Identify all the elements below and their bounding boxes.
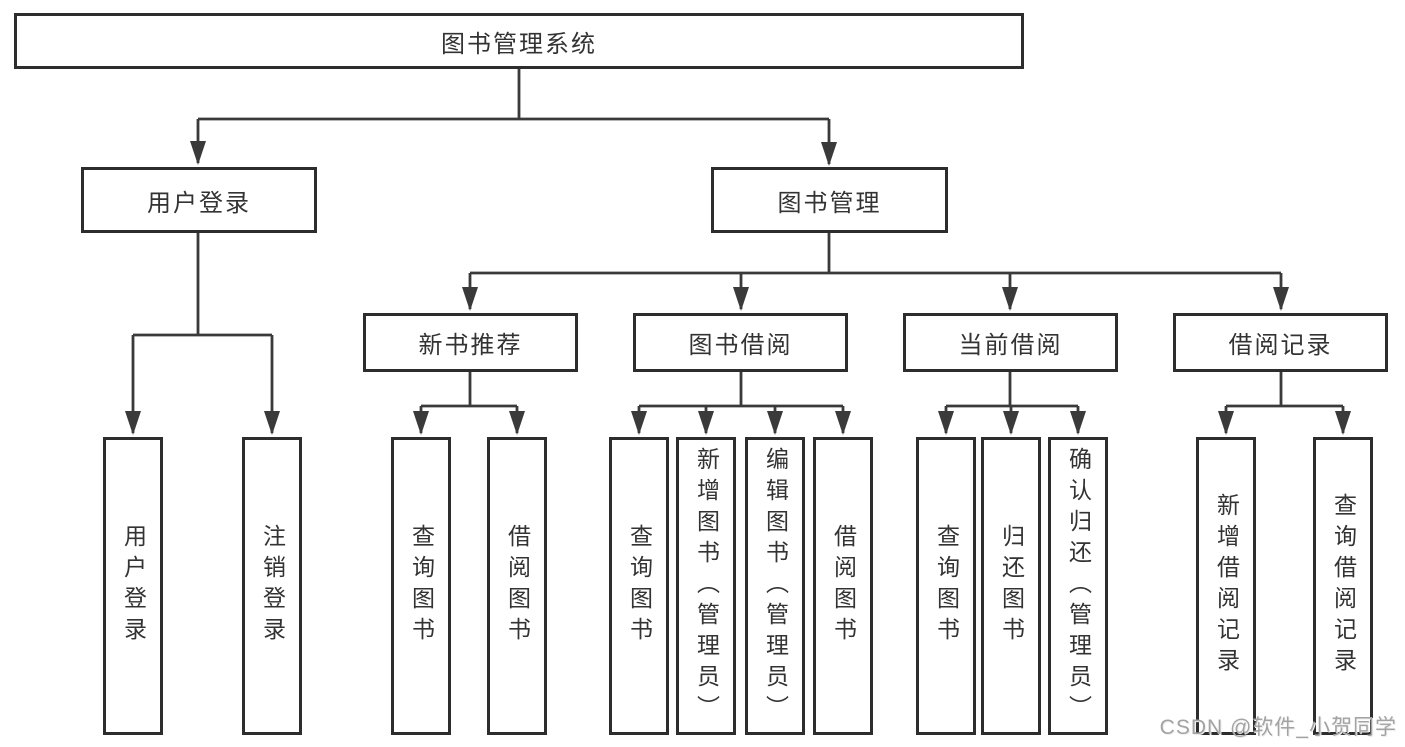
- leaf-edit-book-label: 编辑图书（管理员）: [762, 446, 789, 726]
- node-current-borrow: 当前借阅: [903, 313, 1118, 372]
- leaf-borrow-book-1-label: 借阅图书: [504, 524, 531, 648]
- leaf-edit-book: 编辑图书（管理员）: [745, 437, 805, 735]
- node-current-borrow-label: 当前借阅: [958, 332, 1063, 359]
- leaf-confirm-return-label: 确认归还（管理员）: [1065, 446, 1092, 726]
- node-book-mgmt: 图书管理: [711, 167, 948, 233]
- leaf-query-book-3-label: 查询图书: [933, 524, 960, 648]
- node-user-login: 用户登录: [81, 167, 317, 233]
- node-root-label: 图书管理系统: [441, 30, 597, 58]
- leaf-add-record: 新增借阅记录: [1196, 437, 1256, 735]
- leaf-borrow-book-1: 借阅图书: [487, 437, 547, 735]
- node-new-book-rec: 新书推荐: [363, 313, 578, 372]
- leaf-query-book-2-label: 查询图书: [626, 524, 653, 648]
- leaf-user-login: 用户登录: [103, 437, 163, 735]
- leaf-return-book: 归还图书: [981, 437, 1041, 735]
- leaf-borrow-book-2-label: 借阅图书: [830, 524, 857, 648]
- leaf-query-book-2: 查询图书: [609, 437, 669, 735]
- leaf-borrow-book-2: 借阅图书: [813, 437, 873, 735]
- leaf-add-book-label: 新增图书（管理员）: [693, 446, 720, 726]
- leaf-query-book-1-label: 查询图书: [408, 524, 435, 648]
- leaf-add-record-label: 新增借阅记录: [1213, 493, 1240, 679]
- leaf-return-book-label: 归还图书: [998, 524, 1025, 648]
- node-book-mgmt-label: 图书管理: [777, 189, 882, 217]
- leaf-query-record: 查询借阅记录: [1313, 437, 1373, 735]
- node-borrow-records: 借阅记录: [1173, 313, 1388, 372]
- leaf-logout: 注销登录: [242, 437, 302, 735]
- leaf-query-record-label: 查询借阅记录: [1330, 493, 1357, 679]
- leaf-confirm-return: 确认归还（管理员）: [1048, 437, 1108, 735]
- node-root: 图书管理系统: [14, 13, 1024, 69]
- node-user-login-label: 用户登录: [147, 189, 251, 217]
- csdn-watermark: CSDN @软件_小贺同学: [1159, 716, 1397, 739]
- leaf-query-book-3: 查询图书: [916, 437, 976, 735]
- leaf-query-book-1: 查询图书: [391, 437, 451, 735]
- leaf-add-book: 新增图书（管理员）: [676, 437, 736, 735]
- node-book-borrow: 图书借阅: [633, 313, 848, 372]
- node-book-borrow-label: 图书借阅: [688, 332, 793, 359]
- leaf-logout-label: 注销登录: [259, 524, 286, 648]
- node-new-book-rec-label: 新书推荐: [418, 332, 523, 359]
- node-borrow-records-label: 借阅记录: [1228, 332, 1333, 359]
- leaf-user-login-label: 用户登录: [120, 524, 147, 648]
